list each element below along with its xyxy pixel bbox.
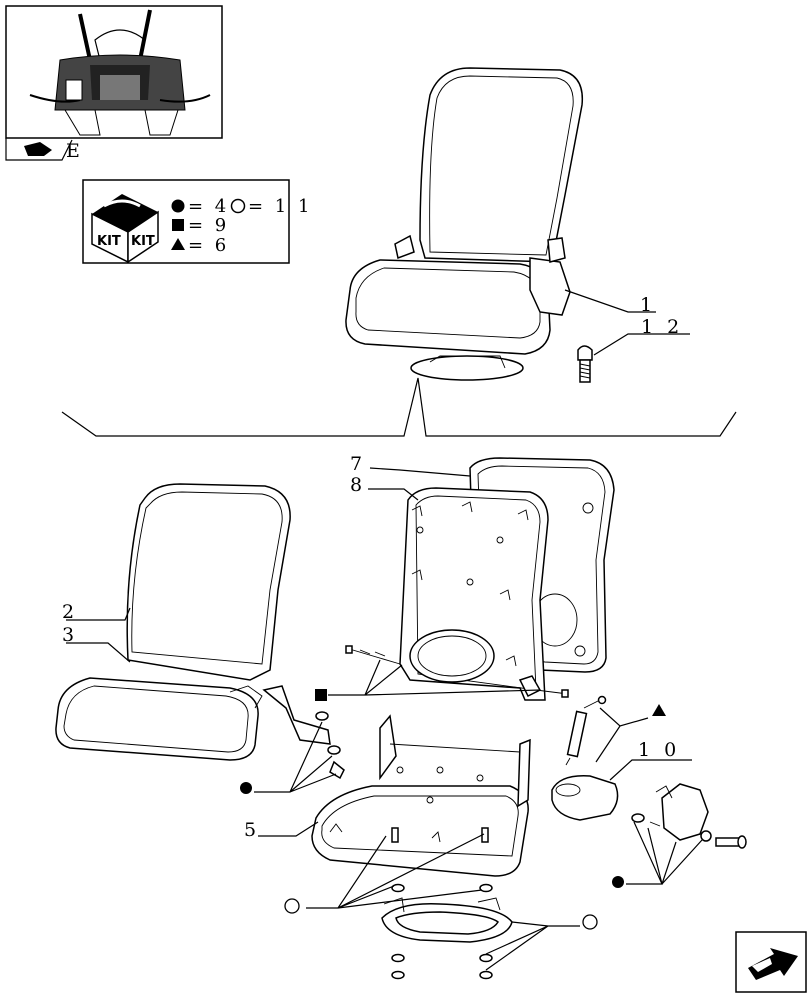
back-screws — [345, 645, 569, 698]
leader-10 — [609, 759, 692, 781]
callout-8: 8 — [350, 474, 366, 496]
side-cover-10 — [551, 775, 619, 821]
filled-circle-icon — [171, 199, 185, 213]
leader-3 — [66, 642, 131, 663]
square-marker-icon — [315, 689, 327, 701]
kit-box-icon: KIT KIT — [91, 194, 159, 264]
kit-legend: KIT KIT = 4 = 1 1 = 9 = 6 — [82, 179, 312, 264]
triangle-marker-icon — [652, 704, 666, 716]
open-circle-marker-right — [582, 914, 598, 930]
next-page-arrow-icon — [748, 948, 798, 980]
leader-open-circle-right — [485, 921, 580, 971]
pan-bolts — [391, 827, 493, 980]
callout-10: 1 0 — [638, 739, 680, 761]
filled-circle-marker-left — [240, 782, 252, 794]
leader-open-circle-left — [306, 833, 485, 909]
next-page-nav[interactable] — [735, 931, 807, 993]
thumbnail-panel[interactable]: E — [5, 5, 223, 162]
leader-5 — [258, 821, 319, 837]
callout-12: 1 2 — [641, 316, 683, 338]
book-icon — [24, 142, 52, 156]
legend-entry-3: = 6 — [188, 235, 229, 256]
open-circle-marker-left — [284, 898, 300, 914]
bracket-left — [262, 685, 345, 780]
adjuster-right — [631, 783, 747, 849]
leader-7 — [369, 467, 471, 477]
seat-cushion-exploded — [55, 483, 291, 761]
open-circle-icon — [230, 198, 246, 214]
leader-circle-left — [254, 721, 337, 793]
callout-5: 5 — [244, 819, 260, 841]
legend-entry-0: = 4 — [188, 196, 229, 217]
callout-1: 1 — [640, 294, 656, 316]
legend-entry-1: = 1 1 — [248, 196, 312, 217]
filled-square-icon — [172, 219, 184, 231]
leader-triangle — [595, 707, 649, 763]
swivel-ring — [381, 897, 513, 943]
filled-circle-marker-right — [612, 876, 624, 888]
gas-strut — [565, 695, 607, 766]
filled-triangle-icon — [171, 238, 185, 250]
bolt-12 — [577, 345, 593, 383]
thumbnail-page-ref: E — [66, 140, 84, 162]
tractor-cab-thumbnail — [29, 9, 211, 136]
leader-8 — [368, 488, 419, 501]
kit-label-left: KIT — [97, 234, 121, 249]
legend-entry-2: = 9 — [188, 215, 229, 236]
callout-7: 7 — [350, 453, 366, 475]
leader-square — [328, 659, 541, 696]
callout-2: 2 — [62, 601, 78, 623]
leader-12 — [593, 333, 690, 356]
leader-1 — [564, 289, 656, 313]
seat-pan-5 — [311, 714, 531, 877]
callout-3: 3 — [62, 624, 78, 646]
explosion-bracket — [61, 377, 737, 437]
kit-label-right: KIT — [131, 234, 155, 249]
back-frame-8 — [399, 487, 549, 701]
seat-assembly-top — [345, 67, 584, 381]
leader-2 — [66, 607, 131, 621]
leader-circle-right — [626, 821, 703, 885]
